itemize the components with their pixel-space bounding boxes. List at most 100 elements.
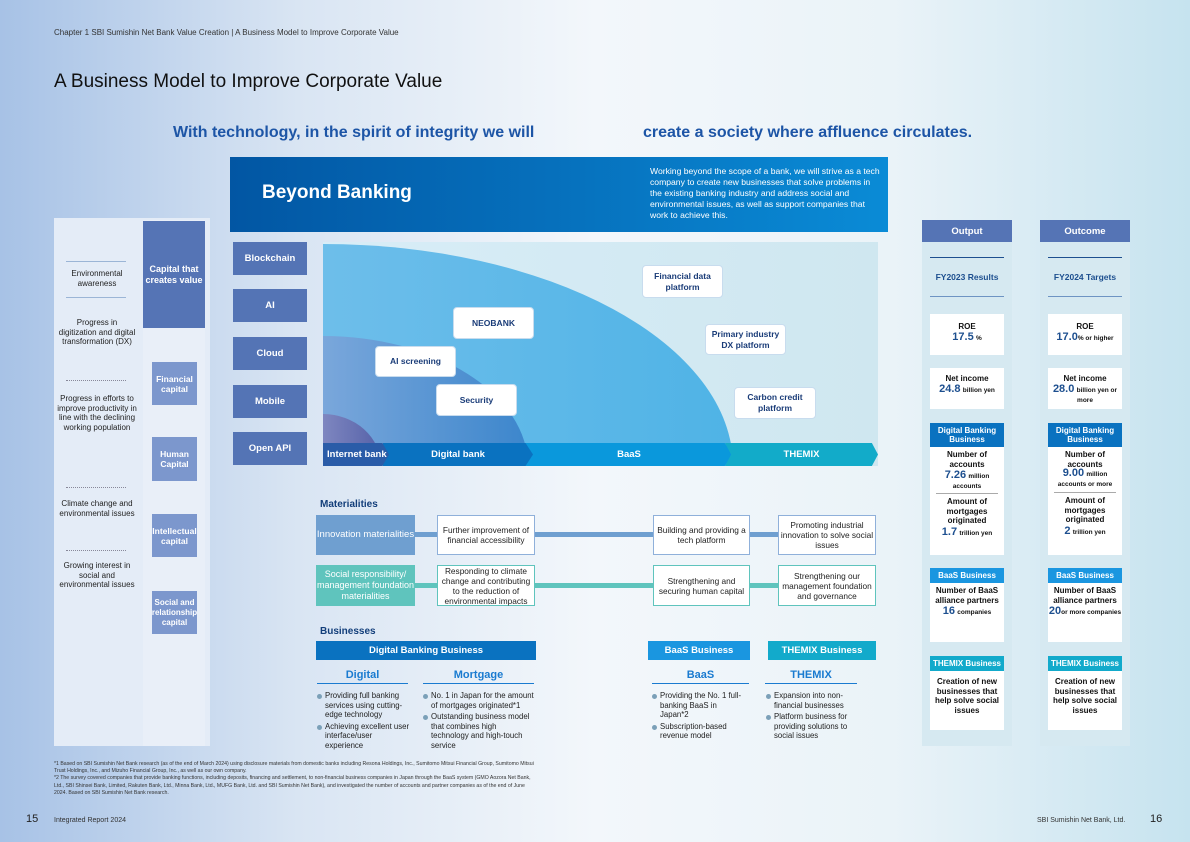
page-number-right: 16 — [1150, 813, 1163, 825]
label-neobank: NEOBANK — [453, 307, 534, 339]
social-materialities: Social responsibility/ management founda… — [316, 565, 415, 606]
divider — [66, 380, 126, 381]
card-header: BaaS Business — [1048, 568, 1122, 583]
tagline-right: create a society where affluence circula… — [643, 124, 973, 141]
baas-card: BaaS Business Number of BaaS alliance pa… — [930, 568, 1004, 642]
digital-banking-card: Digital Banking Business Number of accou… — [1048, 423, 1122, 555]
stage-internet-bank: Internet bank — [323, 443, 389, 466]
mortgages-value: 2 — [1064, 524, 1071, 537]
themix-card: THEMIX Business Creation of new business… — [930, 656, 1004, 730]
mortgages-unit: trillion yen — [1072, 528, 1106, 536]
bullet: Providing the No. 1 full-banking BaaS in… — [652, 691, 747, 720]
tech-blockchain: Blockchain — [233, 242, 307, 275]
capital-human: Human Capital — [152, 437, 197, 481]
env-item: Climate change and environmental issues — [59, 499, 135, 518]
chapter-breadcrumb: Chapter 1 SBI Sumishin Net Bank Value Cr… — [54, 28, 399, 37]
card-header: BaaS Business — [930, 568, 1004, 583]
partners-unit: or more companies — [1061, 609, 1122, 616]
page-title: A Business Model to Improve Corporate Va… — [54, 71, 443, 92]
themix-business-header: THEMIX Business — [768, 641, 876, 660]
outcome-header: Outcome — [1040, 220, 1130, 242]
partners-label: Number of BaaS alliance partners — [935, 586, 999, 605]
ni-label: Net income — [1063, 374, 1107, 383]
accounts-value: 9.00 — [1062, 467, 1085, 479]
accounts-unit: million accounts or more — [1057, 471, 1113, 488]
stage-baas: BaaS — [525, 443, 733, 466]
output-header: Output — [922, 220, 1012, 242]
mortgages-label: Amount of mortgages originated — [1054, 492, 1116, 525]
bullet: Outstanding business model that combines… — [423, 712, 535, 750]
footnote-2: *2 The survey covered companies that pro… — [54, 775, 531, 796]
innovation-materialities: Innovation materialities — [316, 515, 415, 555]
card-header: THEMIX Business — [1048, 656, 1122, 671]
tech-cloud: Cloud — [233, 337, 307, 370]
materiality-item: Building and providing a tech platform — [653, 515, 750, 555]
ni-unit: billion yen or more — [1076, 387, 1118, 404]
mortgage-bullets: No. 1 in Japan for the amount of mortgag… — [423, 691, 535, 753]
tech-ai: AI — [233, 289, 307, 322]
tech-mobile: Mobile — [233, 385, 307, 418]
outcome-period: FY2024 Targets — [1048, 257, 1122, 297]
ni-unit: billion yen — [962, 387, 995, 394]
themix-card: THEMIX Business Creation of new business… — [1048, 656, 1122, 730]
tagline-left: With technology, in the spirit of integr… — [173, 124, 535, 141]
label-ai-screening: AI screening — [375, 346, 456, 377]
bullet: Providing full banking services using cu… — [317, 691, 412, 720]
sub-themix: THEMIX — [765, 669, 857, 684]
baas-bullets: Providing the No. 1 full-banking BaaS in… — [652, 691, 747, 743]
env-item: Environmental awareness — [71, 269, 123, 288]
bullet: No. 1 in Japan for the amount of mortgag… — [423, 691, 535, 710]
partners-value: 20 — [1048, 605, 1062, 617]
beyond-banking-banner: Beyond Banking Working beyond the scope … — [230, 157, 888, 232]
themix-text: Creation of new businesses that help sol… — [934, 677, 1000, 715]
materialities-heading: Materialities — [320, 499, 378, 510]
footnote-1: *1 Based on SBI Sumishin Net Bank resear… — [54, 761, 534, 775]
stage-digital-bank: Digital bank — [383, 443, 533, 466]
label-primary-industry-dx: Primary industry DX platform — [705, 324, 786, 355]
label-financial-data-platform: Financial data platform — [642, 265, 723, 298]
divider — [66, 297, 126, 298]
materiality-item: Promoting industrial innovation to solve… — [778, 515, 876, 555]
env-item: Growing interest in social and environme… — [59, 561, 135, 590]
divider — [66, 261, 126, 262]
accounts-label: Number of accounts — [1065, 450, 1105, 469]
beyond-banking-text: Working beyond the scope of a bank, we w… — [650, 166, 880, 220]
sub-digital: Digital — [317, 669, 408, 684]
ni-value: 28.0 — [1052, 383, 1075, 395]
materiality-item: Strengthening and securing human capital — [653, 565, 750, 606]
report-name: Integrated Report 2024 — [54, 817, 126, 824]
mortgages-value: 1.7 — [941, 525, 958, 538]
bullet: Achieving excellent user interface/user … — [317, 722, 412, 751]
footnotes: *1 Based on SBI Sumishin Net Bank resear… — [54, 761, 534, 797]
mortgages-label: Amount of mortgages originated — [936, 493, 998, 526]
materiality-item: Further improvement of financial accessi… — [437, 515, 535, 555]
bullet: Expansion into non-financial businesses — [766, 691, 864, 710]
materiality-item: Strengthening our management foundation … — [778, 565, 876, 606]
partners-label: Number of BaaS alliance partners — [1053, 586, 1117, 605]
accounts-label: Number of accounts — [947, 450, 987, 469]
roe-unit: % — [975, 335, 982, 342]
digital-banking-business-header: Digital Banking Business — [316, 641, 536, 660]
beyond-banking-title: Beyond Banking — [262, 182, 412, 203]
roe-label: ROE — [958, 322, 976, 331]
card-header: THEMIX Business — [930, 656, 1004, 671]
digital-banking-card: Digital Banking Business Number of accou… — [930, 423, 1004, 555]
page-number-left: 15 — [26, 813, 39, 825]
card-header: Digital Banking Business — [930, 423, 1004, 447]
bullet: Platform business for providing solution… — [766, 712, 864, 741]
output-period: FY2023 Results — [930, 257, 1004, 297]
ni-value: 24.8 — [939, 383, 961, 395]
mortgages-unit: trillion yen — [959, 529, 993, 537]
businesses-heading: Businesses — [320, 626, 376, 637]
roe-value: 17.0 — [1056, 331, 1078, 343]
digital-bullets: Providing full banking services using cu… — [317, 691, 412, 753]
env-item: Progress in efforts to improve productiv… — [57, 394, 137, 432]
baas-card: BaaS Business Number of BaaS alliance pa… — [1048, 568, 1122, 642]
stage-themix: THEMIX — [725, 443, 878, 466]
